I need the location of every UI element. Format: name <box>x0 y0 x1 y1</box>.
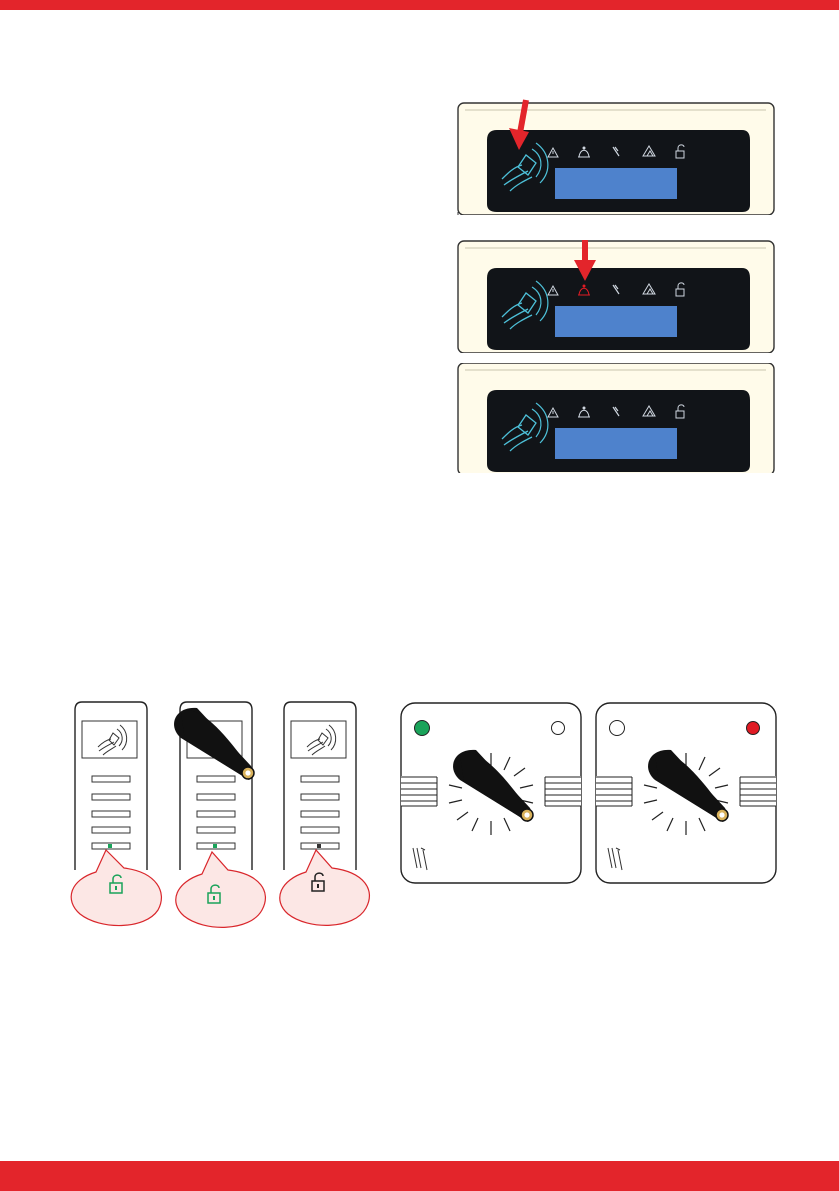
status-led-green <box>415 721 430 736</box>
side-grille-right <box>740 776 776 806</box>
keypad-2 <box>458 228 774 353</box>
key-reader-2 <box>174 702 254 870</box>
keypad-3 <box>458 363 774 475</box>
keypad-illustrations <box>0 0 839 560</box>
status-led-off <box>610 721 625 736</box>
lcd-screen <box>555 168 677 199</box>
status-led-off <box>552 722 565 735</box>
lcd-screen <box>555 428 677 459</box>
keypad-1 <box>458 100 774 215</box>
prox-reader-2 <box>596 703 776 883</box>
reader-illustrations <box>0 690 839 940</box>
bottom-red-bar <box>0 1161 839 1191</box>
lcd-screen <box>555 306 677 337</box>
key-reader-3 <box>284 702 356 870</box>
key-reader-1 <box>75 702 147 870</box>
status-led-red <box>747 722 760 735</box>
side-grille-left <box>401 776 437 806</box>
side-grille-right <box>545 776 581 806</box>
side-grille-left <box>596 776 632 806</box>
prox-reader-1 <box>401 703 581 883</box>
